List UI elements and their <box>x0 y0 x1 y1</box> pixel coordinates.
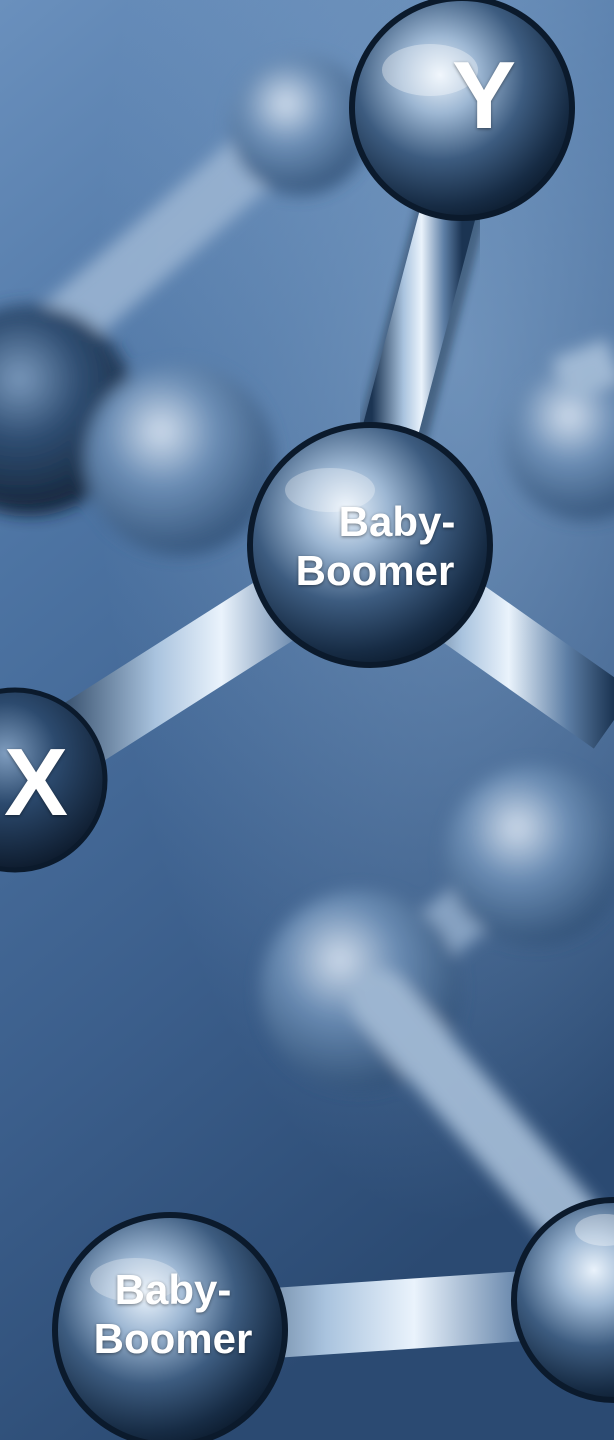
label-line-1: Baby- <box>338 498 456 545</box>
label-line-2: Boomer <box>93 1314 253 1362</box>
label-line-2: Boomer <box>295 546 455 594</box>
node-label-baby-boomer-center: Baby- Boomer <box>270 498 480 595</box>
label-line-1: Baby- <box>114 1266 232 1313</box>
node-label-baby-boomer-bottom: Baby- Boomer <box>68 1266 278 1363</box>
node-label-x: X <box>3 729 69 836</box>
node-label-y: Y <box>451 42 517 149</box>
